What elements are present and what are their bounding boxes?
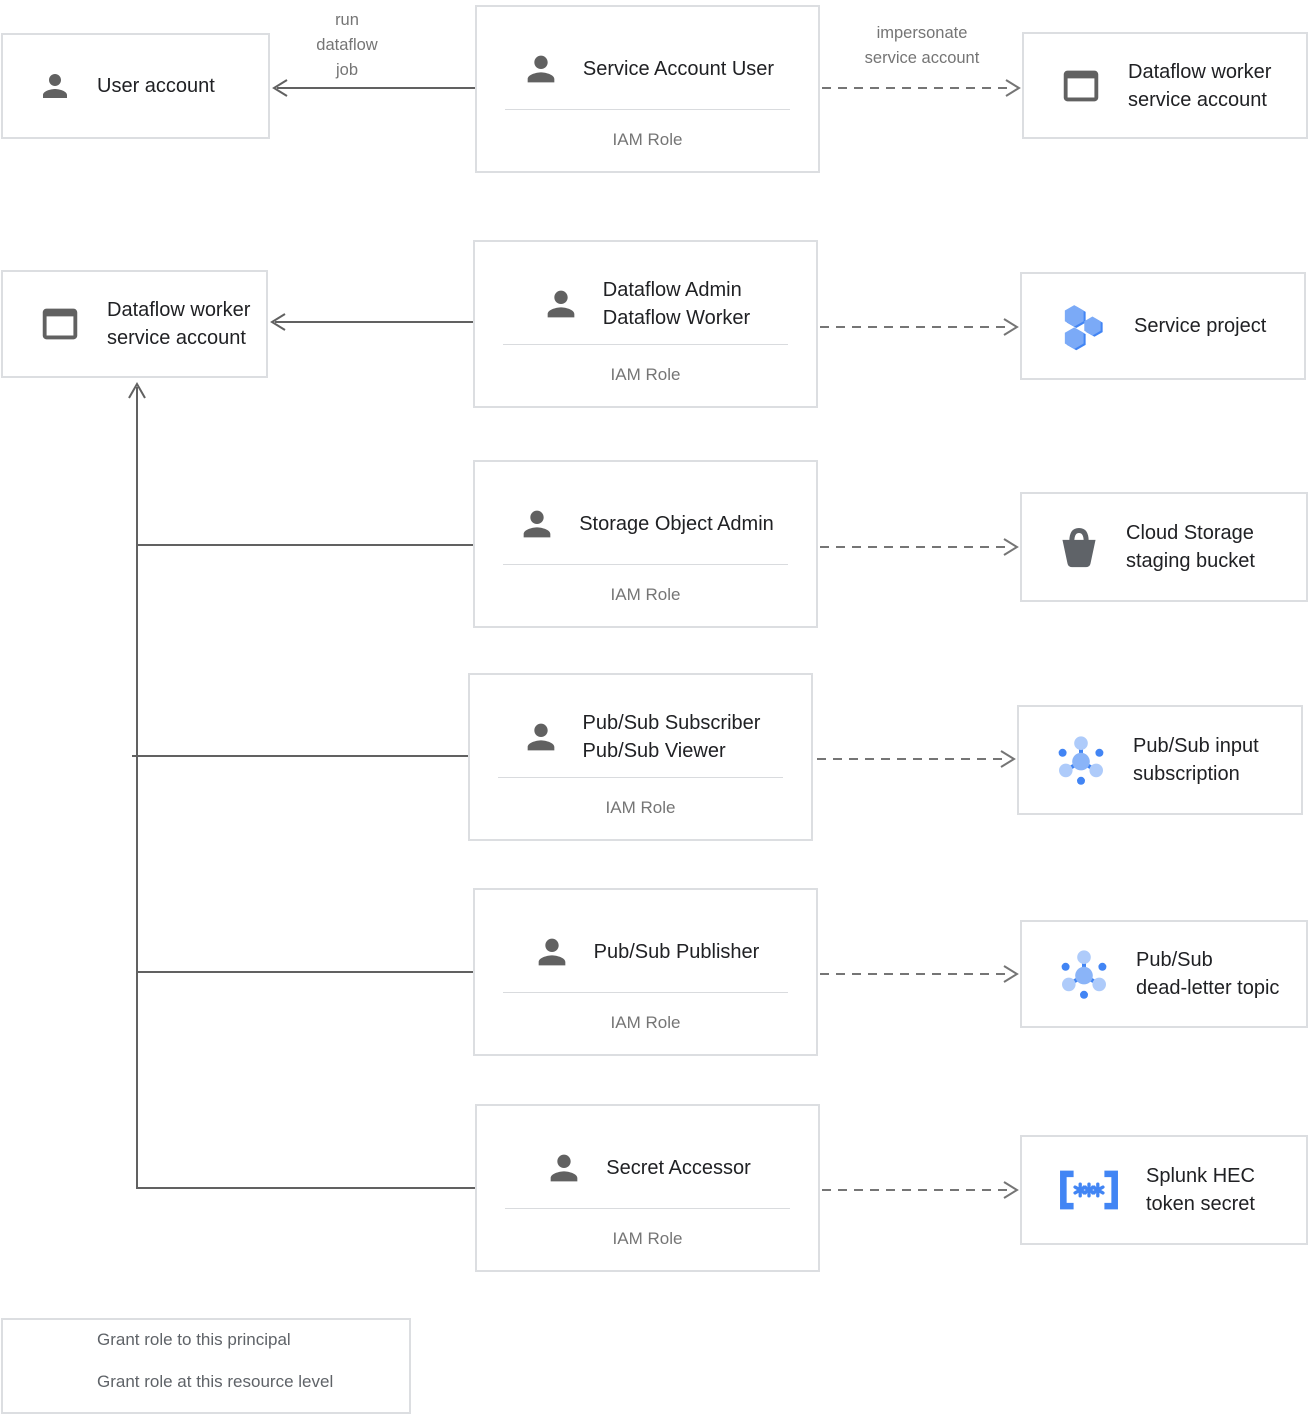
pubsub-icon (1061, 950, 1107, 999)
iam-role-label: IAM Role (605, 798, 676, 817)
node-label: Pub/Sub dead-letter topic (1136, 949, 1280, 999)
role-title: Secret Accessor (606, 1157, 751, 1179)
person-icon (538, 938, 565, 966)
person-icon (43, 74, 67, 98)
divider (505, 1208, 790, 1209)
iam-role-label: IAM Role (610, 1013, 681, 1032)
node-storage-object-admin: Storage Object Admin IAM Role (473, 460, 818, 628)
node-pubsub-input-subscription: Pub/Sub input subscription (1017, 705, 1303, 815)
edge-trunk-to-worker-sa (128, 381, 146, 1188)
role-title: Storage Object Admin (579, 513, 774, 535)
role-title: Dataflow Admin Dataflow Worker (602, 279, 751, 329)
legend-solid-label: Grant role to this principal (97, 1330, 291, 1349)
divider (503, 344, 788, 345)
iam-role-label: IAM Role (610, 365, 681, 384)
node-user-account: User account (1, 33, 270, 139)
edge-resource-deadletter (820, 965, 1019, 983)
divider (505, 109, 790, 110)
edge-resource-gcs-bucket (820, 538, 1019, 556)
edge-resource-splunk-secret (822, 1181, 1019, 1199)
node-label: Dataflow worker service account (107, 299, 251, 349)
node-service-account-user: Service Account User IAM Role (475, 5, 820, 173)
node-pubsub-publisher: Pub/Sub Publisher IAM Role (473, 888, 818, 1056)
person-icon (527, 55, 555, 83)
node-label: User account (97, 75, 215, 97)
divider (503, 992, 788, 993)
edge-resource-service-project (820, 318, 1019, 336)
role-title: Service Account User (582, 58, 775, 80)
node-service-project: Service project (1020, 272, 1306, 380)
node-label: Pub/Sub input subscription (1133, 735, 1259, 785)
legend-dashed-label: Grant role at this resource level (97, 1372, 334, 1391)
edge-label-impersonate: impersonate service account (864, 24, 980, 67)
person-icon (550, 1154, 578, 1182)
divider (498, 777, 783, 778)
node-pubsub-deadletter-topic: Pub/Sub dead-letter topic (1020, 920, 1308, 1028)
node-secret-accessor: Secret Accessor IAM Role (475, 1104, 820, 1272)
project-hexagons-icon (1064, 305, 1103, 351)
node-label: Service project (1134, 315, 1267, 337)
storage-bucket-icon (1062, 527, 1096, 568)
node-label: Splunk HEC token secret (1146, 1165, 1255, 1215)
node-splunk-hec-token-secret: Splunk HEC token secret (1020, 1135, 1308, 1245)
iam-role-label: IAM Role (612, 1229, 683, 1248)
person-icon (547, 290, 575, 318)
node-dataflow-worker-sa-right: Dataflow worker service account (1022, 32, 1308, 139)
edge-grant-dataflow-roles (270, 313, 473, 331)
role-title: Pub/Sub Subscriber Pub/Sub Viewer (582, 712, 761, 762)
person-icon (523, 510, 551, 538)
node-pubsub-subscriber-viewer: Pub/Sub Subscriber Pub/Sub Viewer IAM Ro… (468, 673, 813, 841)
service-account-icon (42, 308, 78, 340)
edge-label-run-dataflow-job: run dataflow job (316, 11, 378, 79)
role-title: Pub/Sub Publisher (593, 941, 760, 963)
iam-role-label: IAM Role (612, 130, 683, 149)
node-label: Dataflow worker service account (1128, 60, 1272, 111)
divider (503, 564, 788, 565)
iam-role-label: IAM Role (610, 585, 681, 604)
service-account-icon (1063, 70, 1099, 101)
pubsub-icon (1058, 736, 1104, 785)
node-dataflow-worker-sa-left: Dataflow worker service account (1, 270, 268, 378)
node-dataflow-admin-worker: Dataflow Admin Dataflow Worker IAM Role (473, 240, 818, 408)
node-cloud-storage-bucket: Cloud Storage staging bucket (1020, 492, 1308, 602)
secret-icon (1060, 1170, 1118, 1210)
edge-resource-pubsub-input (817, 750, 1016, 768)
edge-impersonate (822, 79, 1021, 97)
person-icon (527, 723, 554, 751)
node-label: Cloud Storage staging bucket (1126, 522, 1255, 572)
